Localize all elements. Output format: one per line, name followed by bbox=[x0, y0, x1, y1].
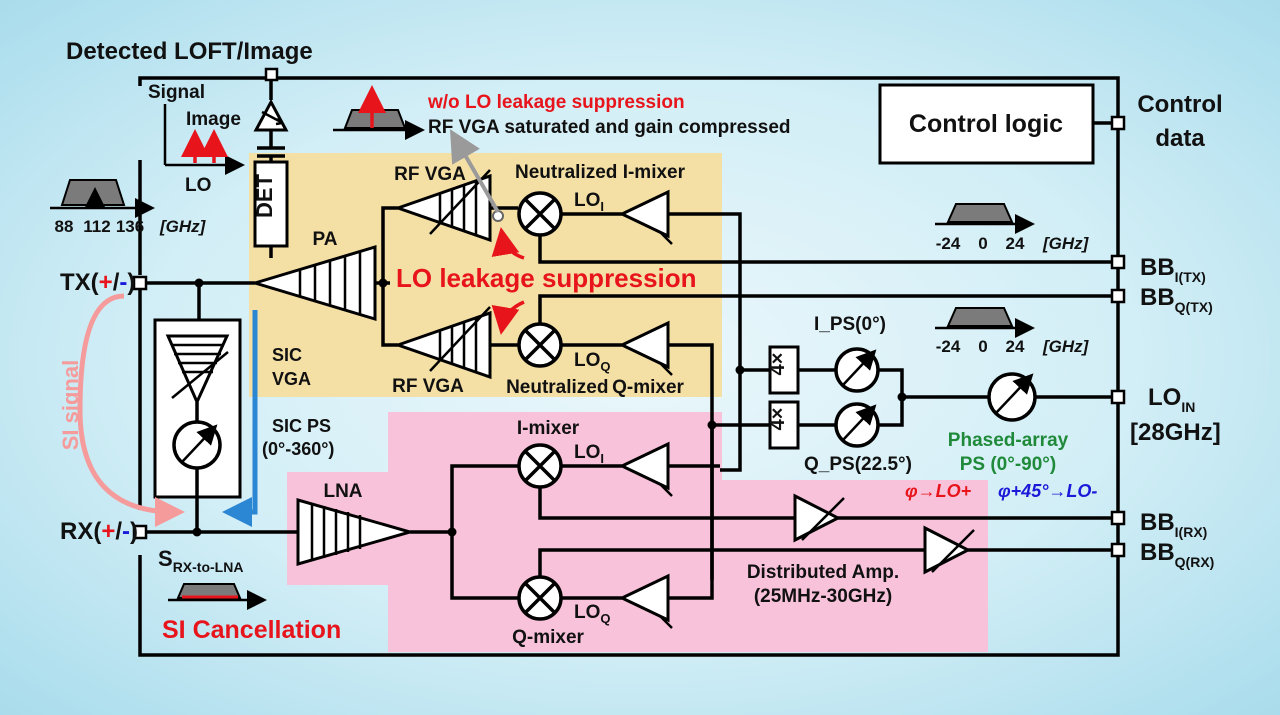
svg-text:(25MHz-30GHz): (25MHz-30GHz) bbox=[754, 586, 892, 607]
rf-vga-bottom-label: RF VGA bbox=[392, 376, 464, 397]
svg-text:Control logic: Control logic bbox=[909, 110, 1063, 138]
svg-text:LOQ: LOQ bbox=[574, 602, 611, 626]
svg-text:VGA: VGA bbox=[272, 369, 311, 389]
distributed-amp-label: Distributed Amp. bbox=[747, 562, 899, 583]
s-rx-to-lna-label: SRX-to-LNA bbox=[158, 546, 243, 575]
rx-q-mixer-label: Q-mixer bbox=[512, 627, 584, 648]
control-data-label: Control bbox=[1137, 91, 1222, 118]
bb-i-tx-label: BBI(TX) bbox=[1140, 254, 1206, 285]
sic-vga bbox=[165, 334, 230, 406]
sic-vga-label: SIC bbox=[272, 345, 302, 365]
svg-text:4×: 4× bbox=[767, 353, 789, 376]
phi-lo-plus-label: φ→LO+ bbox=[905, 481, 972, 501]
svg-text:LOI: LOI bbox=[574, 190, 604, 214]
control-data-port bbox=[1110, 115, 1126, 131]
distributed-amp-q bbox=[923, 525, 972, 575]
tx-port-label: TX(+/-) bbox=[60, 269, 135, 296]
svg-text:24: 24 bbox=[1006, 337, 1025, 356]
lo-leakage-suppression-label: LO leakage suppression bbox=[396, 263, 697, 293]
lo-in-label: LOIN bbox=[1148, 384, 1195, 415]
lo-spectrum-label: LO bbox=[185, 175, 211, 196]
svg-text:112: 112 bbox=[83, 217, 110, 236]
distributed-amp-i bbox=[793, 493, 842, 543]
rf-vga-top-label: RF VGA bbox=[394, 164, 466, 185]
bb-q-tx-label: BBQ(TX) bbox=[1140, 284, 1213, 315]
control-logic-block bbox=[878, 83, 1095, 165]
sic-ps-label: SIC PS bbox=[272, 416, 331, 436]
svg-text:[GHz]: [GHz] bbox=[159, 217, 207, 236]
bb-q-rx-label: BBQ(RX) bbox=[1140, 539, 1214, 570]
lna-amplifier bbox=[296, 498, 416, 566]
lo-in-port[interactable] bbox=[1110, 389, 1126, 405]
svg-text:data: data bbox=[1155, 125, 1205, 152]
svg-text:-24: -24 bbox=[936, 234, 961, 253]
rx-i-mixer-label: I-mixer bbox=[517, 418, 580, 439]
bb-i-rx-port[interactable] bbox=[1110, 510, 1126, 526]
svg-text:[GHz]: [GHz] bbox=[1042, 234, 1090, 253]
rx-port-label: RX(+/-) bbox=[60, 518, 138, 545]
svg-text:0: 0 bbox=[978, 337, 987, 356]
neutralized-i-mixer-label: Neutralized I-mixer bbox=[515, 162, 686, 183]
svg-text:LOQ: LOQ bbox=[574, 350, 611, 374]
svg-text:(0°-360°): (0°-360°) bbox=[262, 439, 334, 459]
bb-i-tx-port[interactable] bbox=[1110, 254, 1126, 270]
rx-region-highlight bbox=[287, 412, 988, 652]
lo-in-freq: [28GHz] bbox=[1130, 419, 1221, 446]
diagram-title: Detected LOFT/Image bbox=[66, 38, 313, 65]
bb-i-rx-label: BBI(RX) bbox=[1140, 509, 1207, 540]
svg-text:24: 24 bbox=[1006, 234, 1025, 253]
svg-text:136: 136 bbox=[116, 217, 144, 236]
vga-saturated-label: RF VGA saturated and gain compressed bbox=[428, 117, 791, 138]
neutralized-q-mixer-label: Neutralized Q-mixer bbox=[506, 377, 684, 398]
q-ps-label: Q_PS(22.5°) bbox=[804, 454, 912, 475]
wo-leakage-label: w/o LO leakage suppression bbox=[427, 92, 685, 113]
signal-label: Signal bbox=[148, 82, 205, 103]
svg-text:4×: 4× bbox=[767, 408, 789, 431]
detected-loft-port bbox=[264, 67, 279, 82]
si-cancellation-label: SI Cancellation bbox=[162, 616, 341, 644]
svg-text:88: 88 bbox=[55, 217, 74, 236]
image-label: Image bbox=[186, 109, 241, 130]
phased-array-label: Phased-array bbox=[948, 430, 1069, 451]
svg-text:0: 0 bbox=[978, 234, 987, 253]
bb-q-tx-port[interactable] bbox=[1110, 288, 1126, 304]
phi-lo-minus-label: φ+45°→LO- bbox=[998, 481, 1097, 501]
svg-text:-24: -24 bbox=[936, 337, 961, 356]
lna-label: LNA bbox=[323, 481, 362, 502]
svg-text:[GHz]: [GHz] bbox=[1042, 337, 1090, 356]
svg-text:PS (0°-90°): PS (0°-90°) bbox=[960, 454, 1057, 475]
i-ps-label: I_PS(0°) bbox=[814, 314, 886, 335]
svg-text:DET: DET bbox=[252, 173, 277, 218]
bb-q-rx-port[interactable] bbox=[1110, 542, 1126, 558]
svg-text:LOI: LOI bbox=[574, 442, 604, 466]
pa-label: PA bbox=[313, 229, 338, 250]
tx-port[interactable] bbox=[132, 275, 148, 291]
si-signal-label: SI signal bbox=[58, 360, 83, 450]
